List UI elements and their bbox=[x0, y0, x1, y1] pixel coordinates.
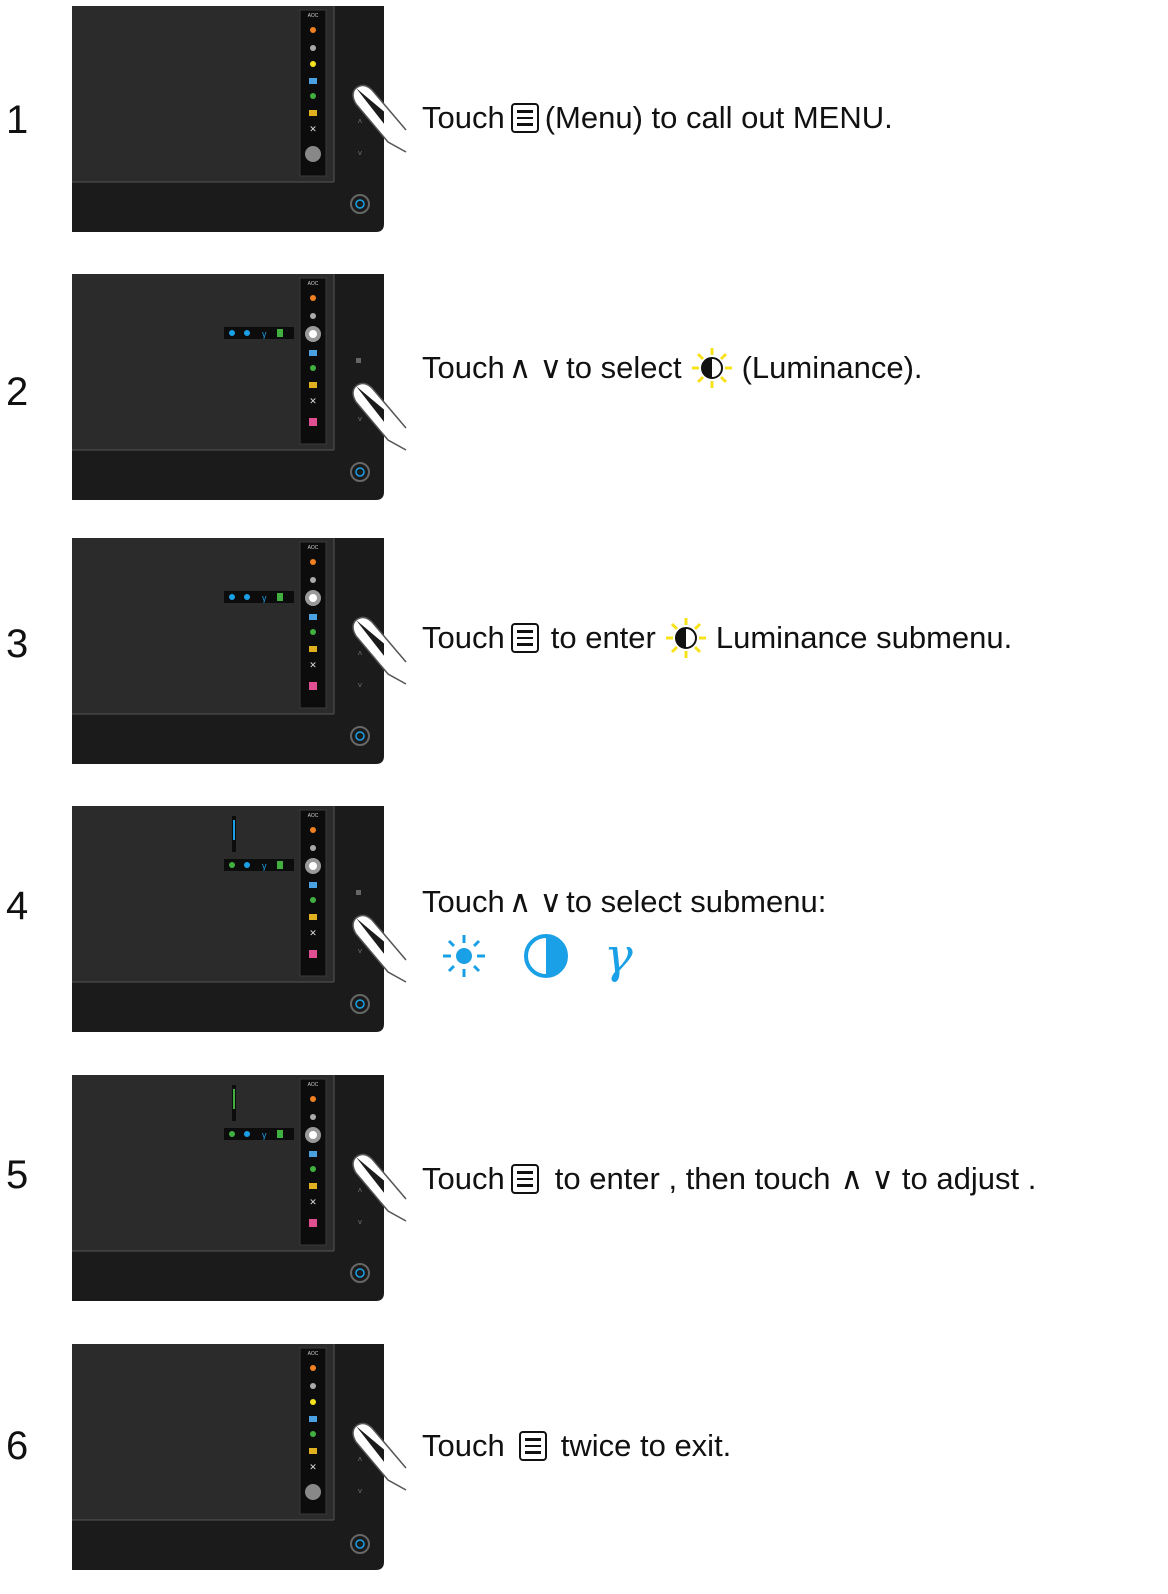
instruction-1: Touch (Menu) to call out MENU. bbox=[422, 98, 893, 138]
menu-icon bbox=[510, 103, 539, 133]
instruction-text: to select bbox=[566, 350, 682, 385]
svg-text:✕: ✕ bbox=[309, 124, 317, 134]
step-2: 2 AOC ✕ γ ˅ bbox=[0, 274, 1168, 524]
chevron-down-icon: ∨ bbox=[539, 884, 563, 919]
finger-pointer-icon bbox=[352, 914, 407, 983]
svg-text:˄: ˄ bbox=[358, 1455, 363, 1464]
svg-text:✕: ✕ bbox=[309, 1197, 317, 1207]
instruction-2: Touch ∧ ∨ to select (Luminance). bbox=[422, 346, 923, 390]
instruction-text: Touch bbox=[422, 350, 505, 385]
gamma-icon: γ bbox=[604, 928, 633, 984]
step-number: 2 bbox=[6, 370, 29, 414]
submenu-icons: γ bbox=[440, 932, 633, 980]
instruction-text: Touch bbox=[422, 1428, 505, 1463]
step-1: 1 AOC ✕ ˄ ˅ Touch (Menu) to c bbox=[0, 6, 1168, 256]
svg-text:γ: γ bbox=[262, 593, 267, 603]
chevron-up-icon: ∧ bbox=[508, 350, 532, 385]
chevron-up-icon: ∧ bbox=[840, 1161, 864, 1196]
monitor-illustration: AOC ✕ ˄ ˅ bbox=[72, 6, 384, 234]
monitor-illustration: AOC ✕ γ ˄ ˅ bbox=[72, 1075, 384, 1303]
svg-text:˄: ˄ bbox=[358, 1186, 363, 1195]
monitor-corner-svg: AOC ✕ γ ˅ bbox=[72, 274, 384, 500]
svg-text:✕: ✕ bbox=[309, 660, 317, 670]
svg-text:˅: ˅ bbox=[358, 415, 363, 424]
instruction-6: Touch twice to exit. bbox=[422, 1426, 731, 1466]
instruction-4: Touch ∧ ∨ to select submenu: bbox=[422, 882, 826, 922]
instruction-text: Touch bbox=[422, 884, 505, 919]
svg-text:✕: ✕ bbox=[309, 1462, 317, 1472]
finger-pointer-icon bbox=[352, 616, 407, 685]
monitor-corner-svg: AOC ✕ γ ˄ ˅ bbox=[72, 1075, 384, 1301]
instruction-text: (Luminance). bbox=[741, 350, 923, 385]
step-5: 5 AOC ✕ γ ˄ ˅ bbox=[0, 1075, 1168, 1325]
monitor-illustration: AOC ✕ γ ˅ bbox=[72, 806, 384, 1034]
menu-icon bbox=[518, 1431, 547, 1461]
svg-text:γ: γ bbox=[262, 1130, 267, 1140]
chevron-down-icon: ∨ bbox=[539, 350, 563, 385]
brightness-icon bbox=[443, 935, 485, 977]
step-number: 3 bbox=[6, 622, 29, 666]
svg-text:˅: ˅ bbox=[358, 947, 363, 956]
svg-text:˅: ˅ bbox=[358, 1218, 363, 1227]
step-number: 5 bbox=[6, 1153, 29, 1197]
svg-text:AOC: AOC bbox=[308, 1351, 319, 1357]
luminance-icon bbox=[691, 348, 732, 388]
svg-text:AOC: AOC bbox=[308, 813, 319, 819]
instruction-text: to select submenu: bbox=[566, 884, 827, 919]
svg-text:˅: ˅ bbox=[358, 1487, 363, 1496]
monitor-corner-svg: AOC ✕ γ ˄ ˅ bbox=[72, 538, 384, 764]
svg-text:AOC: AOC bbox=[308, 545, 319, 551]
chevron-down-icon: ∨ bbox=[871, 1161, 894, 1196]
instruction-text: to adjust . bbox=[901, 1161, 1037, 1196]
monitor-corner-svg: AOC ✕ γ ˅ bbox=[72, 806, 384, 1032]
step-6: 6 AOC ✕ ˄ ˅ Touch twice to exi bbox=[0, 1344, 1168, 1594]
svg-text:˅: ˅ bbox=[358, 149, 363, 158]
svg-text:AOC: AOC bbox=[308, 13, 319, 19]
monitor-illustration: AOC ✕ ˄ ˅ bbox=[72, 1344, 384, 1572]
svg-text:˅: ˅ bbox=[358, 681, 363, 690]
finger-pointer-icon bbox=[352, 1153, 407, 1222]
svg-text:˄: ˄ bbox=[358, 649, 363, 658]
finger-pointer-icon bbox=[352, 382, 407, 451]
step-number: 6 bbox=[6, 1424, 29, 1468]
instruction-text: to enter bbox=[550, 620, 656, 655]
monitor-illustration: AOC ✕ γ ˅ bbox=[72, 274, 384, 502]
finger-pointer-icon bbox=[352, 1422, 407, 1491]
instruction-text: Touch bbox=[422, 620, 505, 655]
chevron-up-icon: ∧ bbox=[508, 884, 532, 919]
menu-icon bbox=[510, 623, 539, 653]
svg-text:✕: ✕ bbox=[309, 928, 317, 938]
menu-icon bbox=[510, 1164, 539, 1194]
instruction-text: to enter , then touch bbox=[554, 1161, 831, 1196]
svg-text:AOC: AOC bbox=[308, 281, 319, 287]
contrast-icon bbox=[524, 934, 568, 978]
step-number: 4 bbox=[6, 884, 29, 928]
luminance-icon bbox=[665, 618, 706, 658]
instruction-text: Touch bbox=[422, 100, 505, 135]
svg-text:γ: γ bbox=[262, 861, 267, 871]
monitor-corner-svg: AOC ✕ ˄ ˅ bbox=[72, 1344, 384, 1570]
instruction-text: twice to exit. bbox=[560, 1428, 732, 1463]
finger-pointer-icon bbox=[352, 84, 407, 153]
instruction-5: Touch to enter , then touch ∧ ∨ to adjus… bbox=[422, 1159, 1036, 1199]
monitor-corner-svg: AOC ✕ ˄ ˅ bbox=[72, 6, 384, 232]
step-4: 4 AOC ✕ γ ˅ bbox=[0, 806, 1168, 1056]
instruction-text: Touch bbox=[422, 1161, 505, 1196]
step-number: 1 bbox=[6, 98, 29, 142]
instruction-3: Touch to enter Luminance submenu. bbox=[422, 616, 1012, 660]
step-3: 3 AOC ✕ γ ˄ ˅ bbox=[0, 538, 1168, 788]
svg-text:AOC: AOC bbox=[308, 1082, 319, 1088]
monitor-illustration: AOC ✕ γ ˄ ˅ bbox=[72, 538, 384, 766]
instruction-text: (Menu) to call out MENU. bbox=[544, 100, 893, 135]
svg-text:γ: γ bbox=[262, 329, 267, 339]
svg-text:˄: ˄ bbox=[358, 117, 363, 126]
instruction-text: Luminance submenu. bbox=[715, 620, 1013, 655]
svg-text:✕: ✕ bbox=[309, 396, 317, 406]
